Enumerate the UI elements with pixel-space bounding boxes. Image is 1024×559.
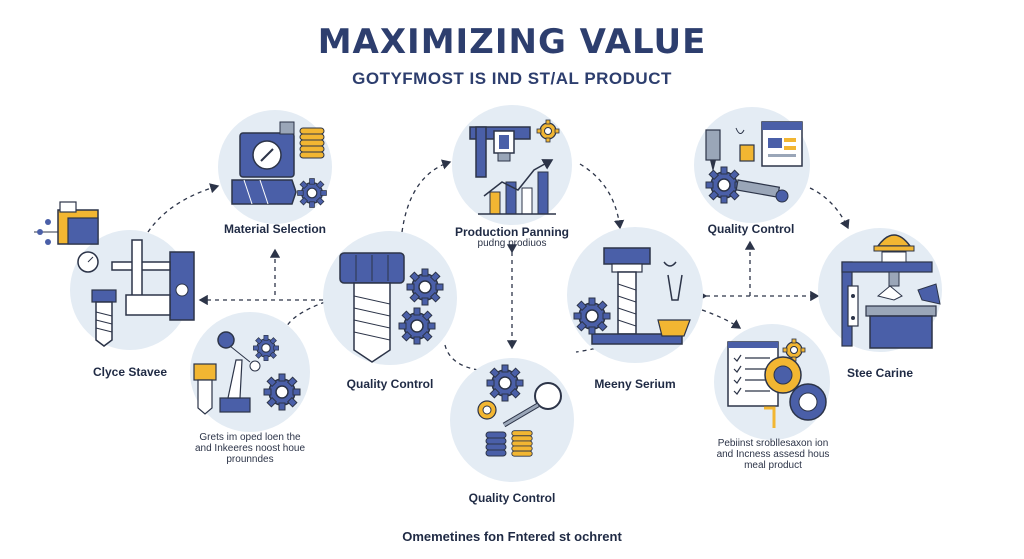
note-right-line-2: and Incness assesd hous <box>716 449 830 460</box>
node-meeny <box>567 227 703 363</box>
node-quality-right-label: Quality Control <box>707 222 795 236</box>
node-quality-center <box>323 231 457 365</box>
node-checklist <box>714 324 830 440</box>
node-gears-left <box>190 312 310 432</box>
gear-icon <box>573 297 611 335</box>
gear-icon <box>486 364 524 402</box>
note-left-line-1: Grets im oped loen the <box>199 432 301 443</box>
node-production-label: Production Panning <box>455 225 569 239</box>
node-stee-label: Stee Carine <box>846 366 914 380</box>
node-cycle <box>34 201 195 350</box>
connector-production-meeny <box>579 163 625 230</box>
node-quality-bottom-label: Quality Control <box>468 491 556 505</box>
node-production <box>452 105 572 225</box>
page-subtitle: GOTYFMOST IS IND ST/AL PRODUCT <box>352 69 672 88</box>
node-quality-right <box>694 107 810 223</box>
note-right-line-1: Pebiinst srobllesaxon ion <box>717 438 829 449</box>
gear-icon <box>406 268 444 306</box>
node-material <box>218 110 332 224</box>
gear-icon <box>297 177 327 208</box>
connectors <box>147 159 850 371</box>
note-left: Grets im oped loen the and Inkeeres noos… <box>175 432 325 465</box>
node-production-sub: pudng prodiuos <box>477 238 547 249</box>
connector-quality-left <box>284 301 326 331</box>
note-right-line-3: meal product <box>744 460 802 471</box>
connector-quality-production <box>401 159 452 233</box>
gear-icon <box>263 373 301 411</box>
connector-quality-bottom <box>444 344 479 371</box>
connector-meeny-checklist <box>701 309 742 329</box>
gear-icon <box>398 307 436 345</box>
node-quality-center-label: Quality Control <box>346 377 434 391</box>
connector-quality-stee <box>809 187 850 230</box>
footer-text: Omemetines fon Fntered st ochrent <box>402 529 622 544</box>
node-stee <box>818 228 942 352</box>
connector-cycle-material <box>147 183 220 233</box>
node-quality-bottom <box>450 358 574 482</box>
node-meeny-label: Meeny Serium <box>594 377 676 391</box>
note-left-line-3: prounndes <box>226 454 274 465</box>
coins-stack-blue <box>485 431 507 457</box>
gear-icon <box>252 334 280 362</box>
node-cycle-label: Clyce Stavee <box>92 365 168 379</box>
node-material-label: Material Selection <box>223 222 327 236</box>
coins-icon <box>511 430 533 457</box>
note-left-line-2: and Inkeeres noost houe <box>194 443 306 454</box>
page-title: MAXIMIZING VALUE <box>317 22 707 62</box>
coins-icon <box>299 127 325 159</box>
note-right: Pebiinst srobllesaxon ion and Incness as… <box>698 438 848 471</box>
